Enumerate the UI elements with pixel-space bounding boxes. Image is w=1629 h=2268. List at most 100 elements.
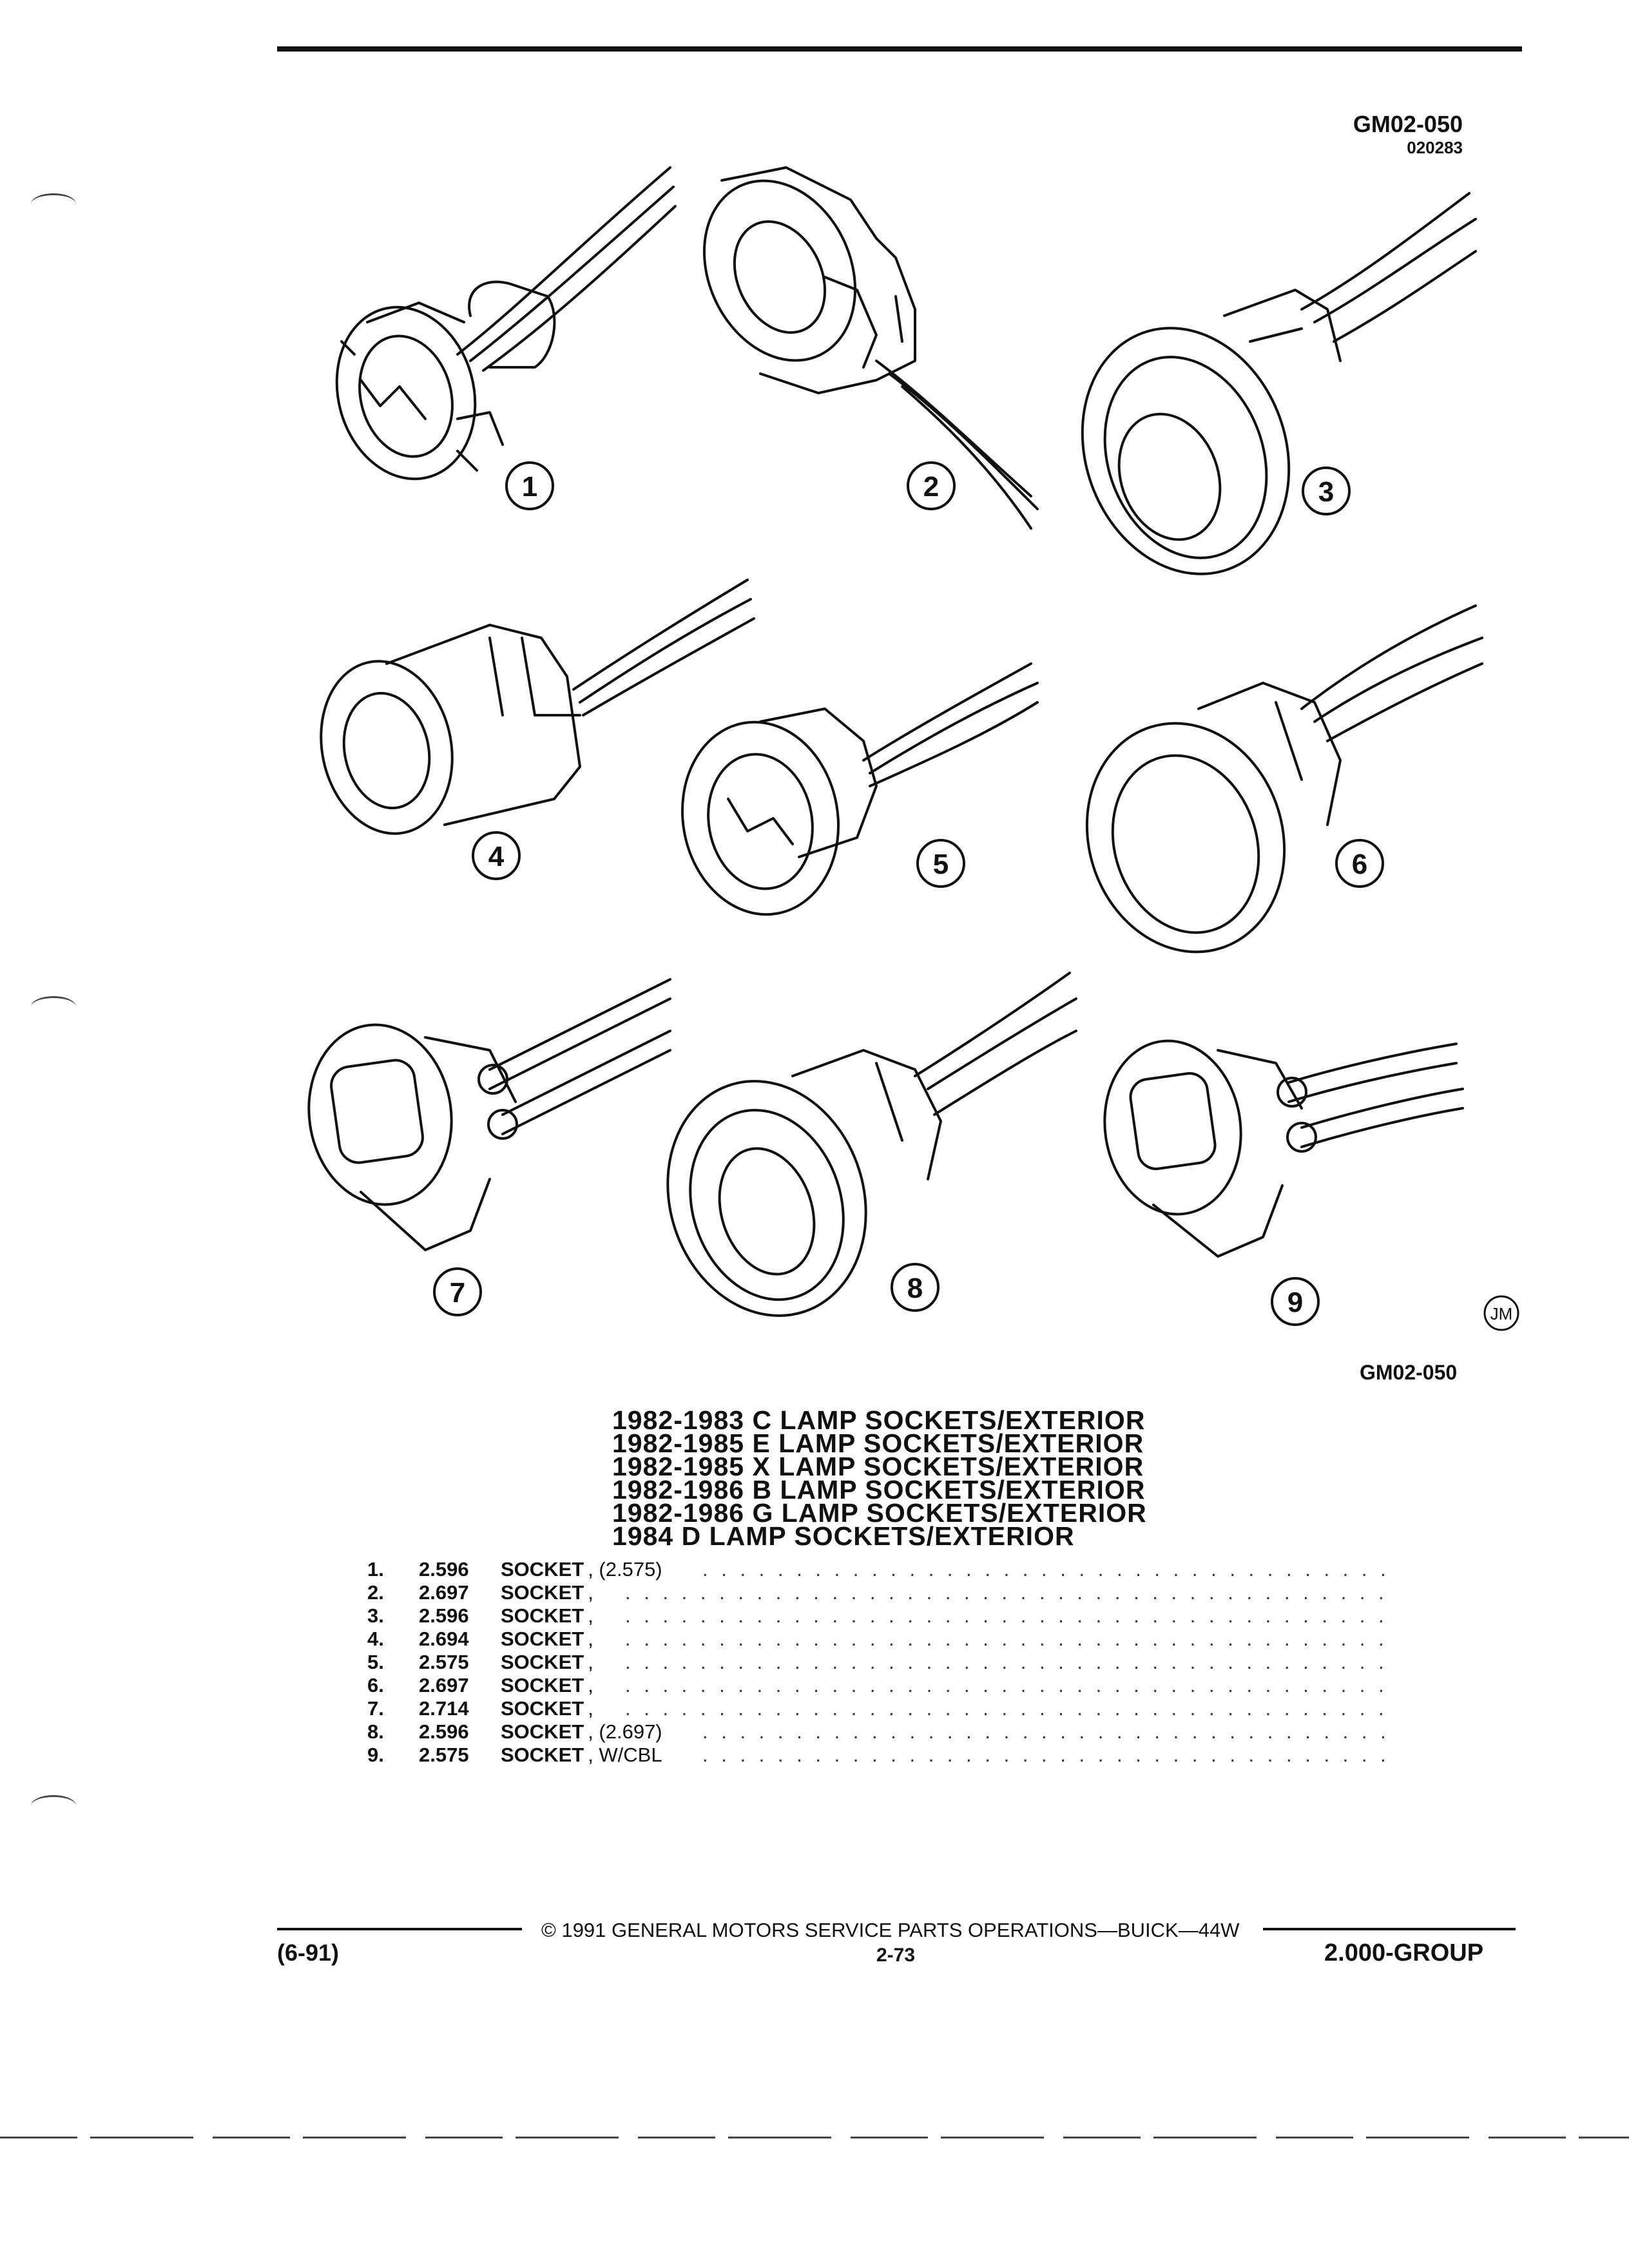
group-number: 2.575 <box>419 1651 469 1673</box>
margin-mark <box>31 1795 76 1816</box>
socket-2-drawing <box>702 166 1039 530</box>
leader-dots: . . . . . . . . . . . . . . . . . . . . … <box>625 1581 1385 1604</box>
leader-dots: . . . . . . . . . . . . . . . . . . . . … <box>625 1628 1385 1650</box>
footer-copyright: © 1991 GENERAL MOTORS SERVICE PARTS OPER… <box>541 1919 1240 1941</box>
leader-dots: . . . . . . . . . . . . . . . . . . . . … <box>625 1697 1385 1720</box>
socket-1-drawing <box>335 166 677 481</box>
part-name: SOCKET <box>501 1628 584 1650</box>
group-number: 2.694 <box>419 1628 469 1650</box>
svg-text:2: 2 <box>923 471 939 503</box>
leader-dots: . . . . . . . . . . . . . . . . . . . . … <box>702 1744 1385 1766</box>
part-name: SOCKET <box>501 1651 584 1673</box>
socket-5-drawing <box>680 662 1039 916</box>
catalog-title: 1982-1986 B LAMP SOCKETS/EXTERIOR <box>612 1475 1146 1504</box>
group-number: 2.596 <box>419 1558 469 1581</box>
callout-1: 1 <box>505 461 554 510</box>
parts-row: 1. 2.596 SOCKET, (2.575) . . . . . . . . .… <box>367 1558 1385 1581</box>
footer-page-number: 2-73 <box>876 1945 916 1966</box>
callout-7: 7 <box>433 1267 482 1316</box>
socket-8-drawing <box>666 972 1077 1317</box>
margin-mark <box>31 193 76 215</box>
part-note: , <box>588 1628 593 1650</box>
callout-6: 6 <box>1335 839 1384 888</box>
parts-row: 3. 2.596 SOCKET, . . . . . . . . . . . . .… <box>367 1604 1385 1628</box>
item-number: 8. <box>367 1720 384 1743</box>
leader-dots: . . . . . . . . . . . . . . . . . . . . … <box>625 1674 1385 1696</box>
callout-2: 2 <box>907 461 956 510</box>
callout-8: 8 <box>891 1263 940 1312</box>
part-note: , <box>588 1697 593 1720</box>
catalog-title: 1982-1986 G LAMP SOCKETS/EXTERIOR <box>612 1498 1147 1528</box>
footer-rule-left <box>277 1928 522 1930</box>
part-note: , W/CBL <box>588 1744 662 1766</box>
item-number: 1. <box>367 1558 384 1581</box>
item-number: 7. <box>367 1697 384 1720</box>
callout-4: 4 <box>472 831 521 880</box>
item-number: 5. <box>367 1651 384 1673</box>
svg-text:3: 3 <box>1318 476 1334 508</box>
part-name: SOCKET <box>501 1604 584 1627</box>
leader-dots: . . . . . . . . . . . . . . . . . . . . … <box>625 1604 1385 1627</box>
part-note: , (2.575) <box>588 1558 662 1581</box>
catalog-title: 1982-1983 C LAMP SOCKETS/EXTERIOR <box>612 1405 1146 1435</box>
margin-mark <box>31 996 76 1017</box>
part-name: SOCKET <box>501 1581 584 1604</box>
leader-dots: . . . . . . . . . . . . . . . . . . . . … <box>625 1651 1385 1673</box>
item-number: 4. <box>367 1628 384 1650</box>
header-code: GM02-050 <box>1353 111 1463 137</box>
part-name: SOCKET <box>501 1697 584 1720</box>
parts-row: 4. 2.694 SOCKET, . . . . . . . . . . . . .… <box>367 1628 1385 1651</box>
footer-date: (6-91) <box>277 1939 340 1966</box>
svg-text:8: 8 <box>907 1273 923 1304</box>
footer-rule-right <box>1263 1928 1516 1930</box>
parts-row: 5. 2.575 SOCKET, . . . . . . . . . . . . .… <box>367 1651 1385 1674</box>
socket-4-drawing <box>320 579 755 835</box>
bottom-cut-line <box>0 2137 1629 2138</box>
item-number: 2. <box>367 1581 384 1604</box>
group-number: 2.596 <box>419 1720 469 1743</box>
group-number: 2.575 <box>419 1744 469 1766</box>
part-note: , (2.697) <box>588 1720 662 1743</box>
svg-text:9: 9 <box>1287 1287 1303 1318</box>
svg-text:4: 4 <box>488 841 505 872</box>
svg-text:1: 1 <box>522 471 537 503</box>
parts-row: 8. 2.596 SOCKET, (2.697) . . . . . . . . .… <box>367 1720 1385 1744</box>
catalog-title: 1982-1985 E LAMP SOCKETS/EXTERIOR <box>612 1428 1144 1458</box>
item-number: 6. <box>367 1674 384 1696</box>
artist-mark: JM <box>1483 1295 1519 1331</box>
footer-group: 2.000-GROUP <box>1324 1939 1484 1966</box>
parts-row: 7. 2.714 SOCKET, . . . . . . . . . . . . .… <box>367 1697 1385 1720</box>
group-number: 2.697 <box>419 1674 469 1696</box>
header-subcode: 020283 <box>1407 138 1463 157</box>
socket-7-drawing <box>307 978 671 1251</box>
socket-9-drawing <box>1103 1039 1464 1258</box>
catalog-title: 1982-1985 X LAMP SOCKETS/EXTERIOR <box>612 1452 1144 1481</box>
catalog-title: 1984 D LAMP SOCKETS/EXTERIOR <box>612 1521 1075 1551</box>
group-number: 2.596 <box>419 1604 469 1627</box>
socket-3-drawing <box>1081 192 1477 575</box>
catalog-titles: 1982-1983 C LAMP SOCKETS/EXTERIOR 1982-1… <box>612 1405 1147 1551</box>
part-note: , <box>588 1651 593 1673</box>
part-name: SOCKET <box>501 1558 584 1581</box>
callout-9: 9 <box>1271 1277 1320 1326</box>
callout-3: 3 <box>1302 466 1351 515</box>
part-note: , <box>588 1604 593 1627</box>
part-name: SOCKET <box>501 1720 584 1743</box>
top-rule <box>277 46 1522 52</box>
leader-dots: . . . . . . . . . . . . . . . . . . . . … <box>702 1720 1385 1743</box>
svg-text:5: 5 <box>933 849 949 880</box>
header-code-block: GM02-050 020283 <box>1353 111 1463 158</box>
item-number: 3. <box>367 1604 384 1627</box>
leader-dots: . . . . . . . . . . . . . . . . . . . . … <box>702 1558 1385 1581</box>
svg-text:7: 7 <box>450 1277 465 1309</box>
group-number: 2.714 <box>419 1697 469 1720</box>
group-number: 2.697 <box>419 1581 469 1604</box>
part-name: SOCKET <box>501 1744 584 1766</box>
figure-code: GM02-050 <box>1360 1361 1458 1384</box>
part-name: SOCKET <box>501 1674 584 1696</box>
socket-illustration: 1 2 3 4 <box>307 166 1519 1331</box>
svg-text:6: 6 <box>1352 849 1367 880</box>
